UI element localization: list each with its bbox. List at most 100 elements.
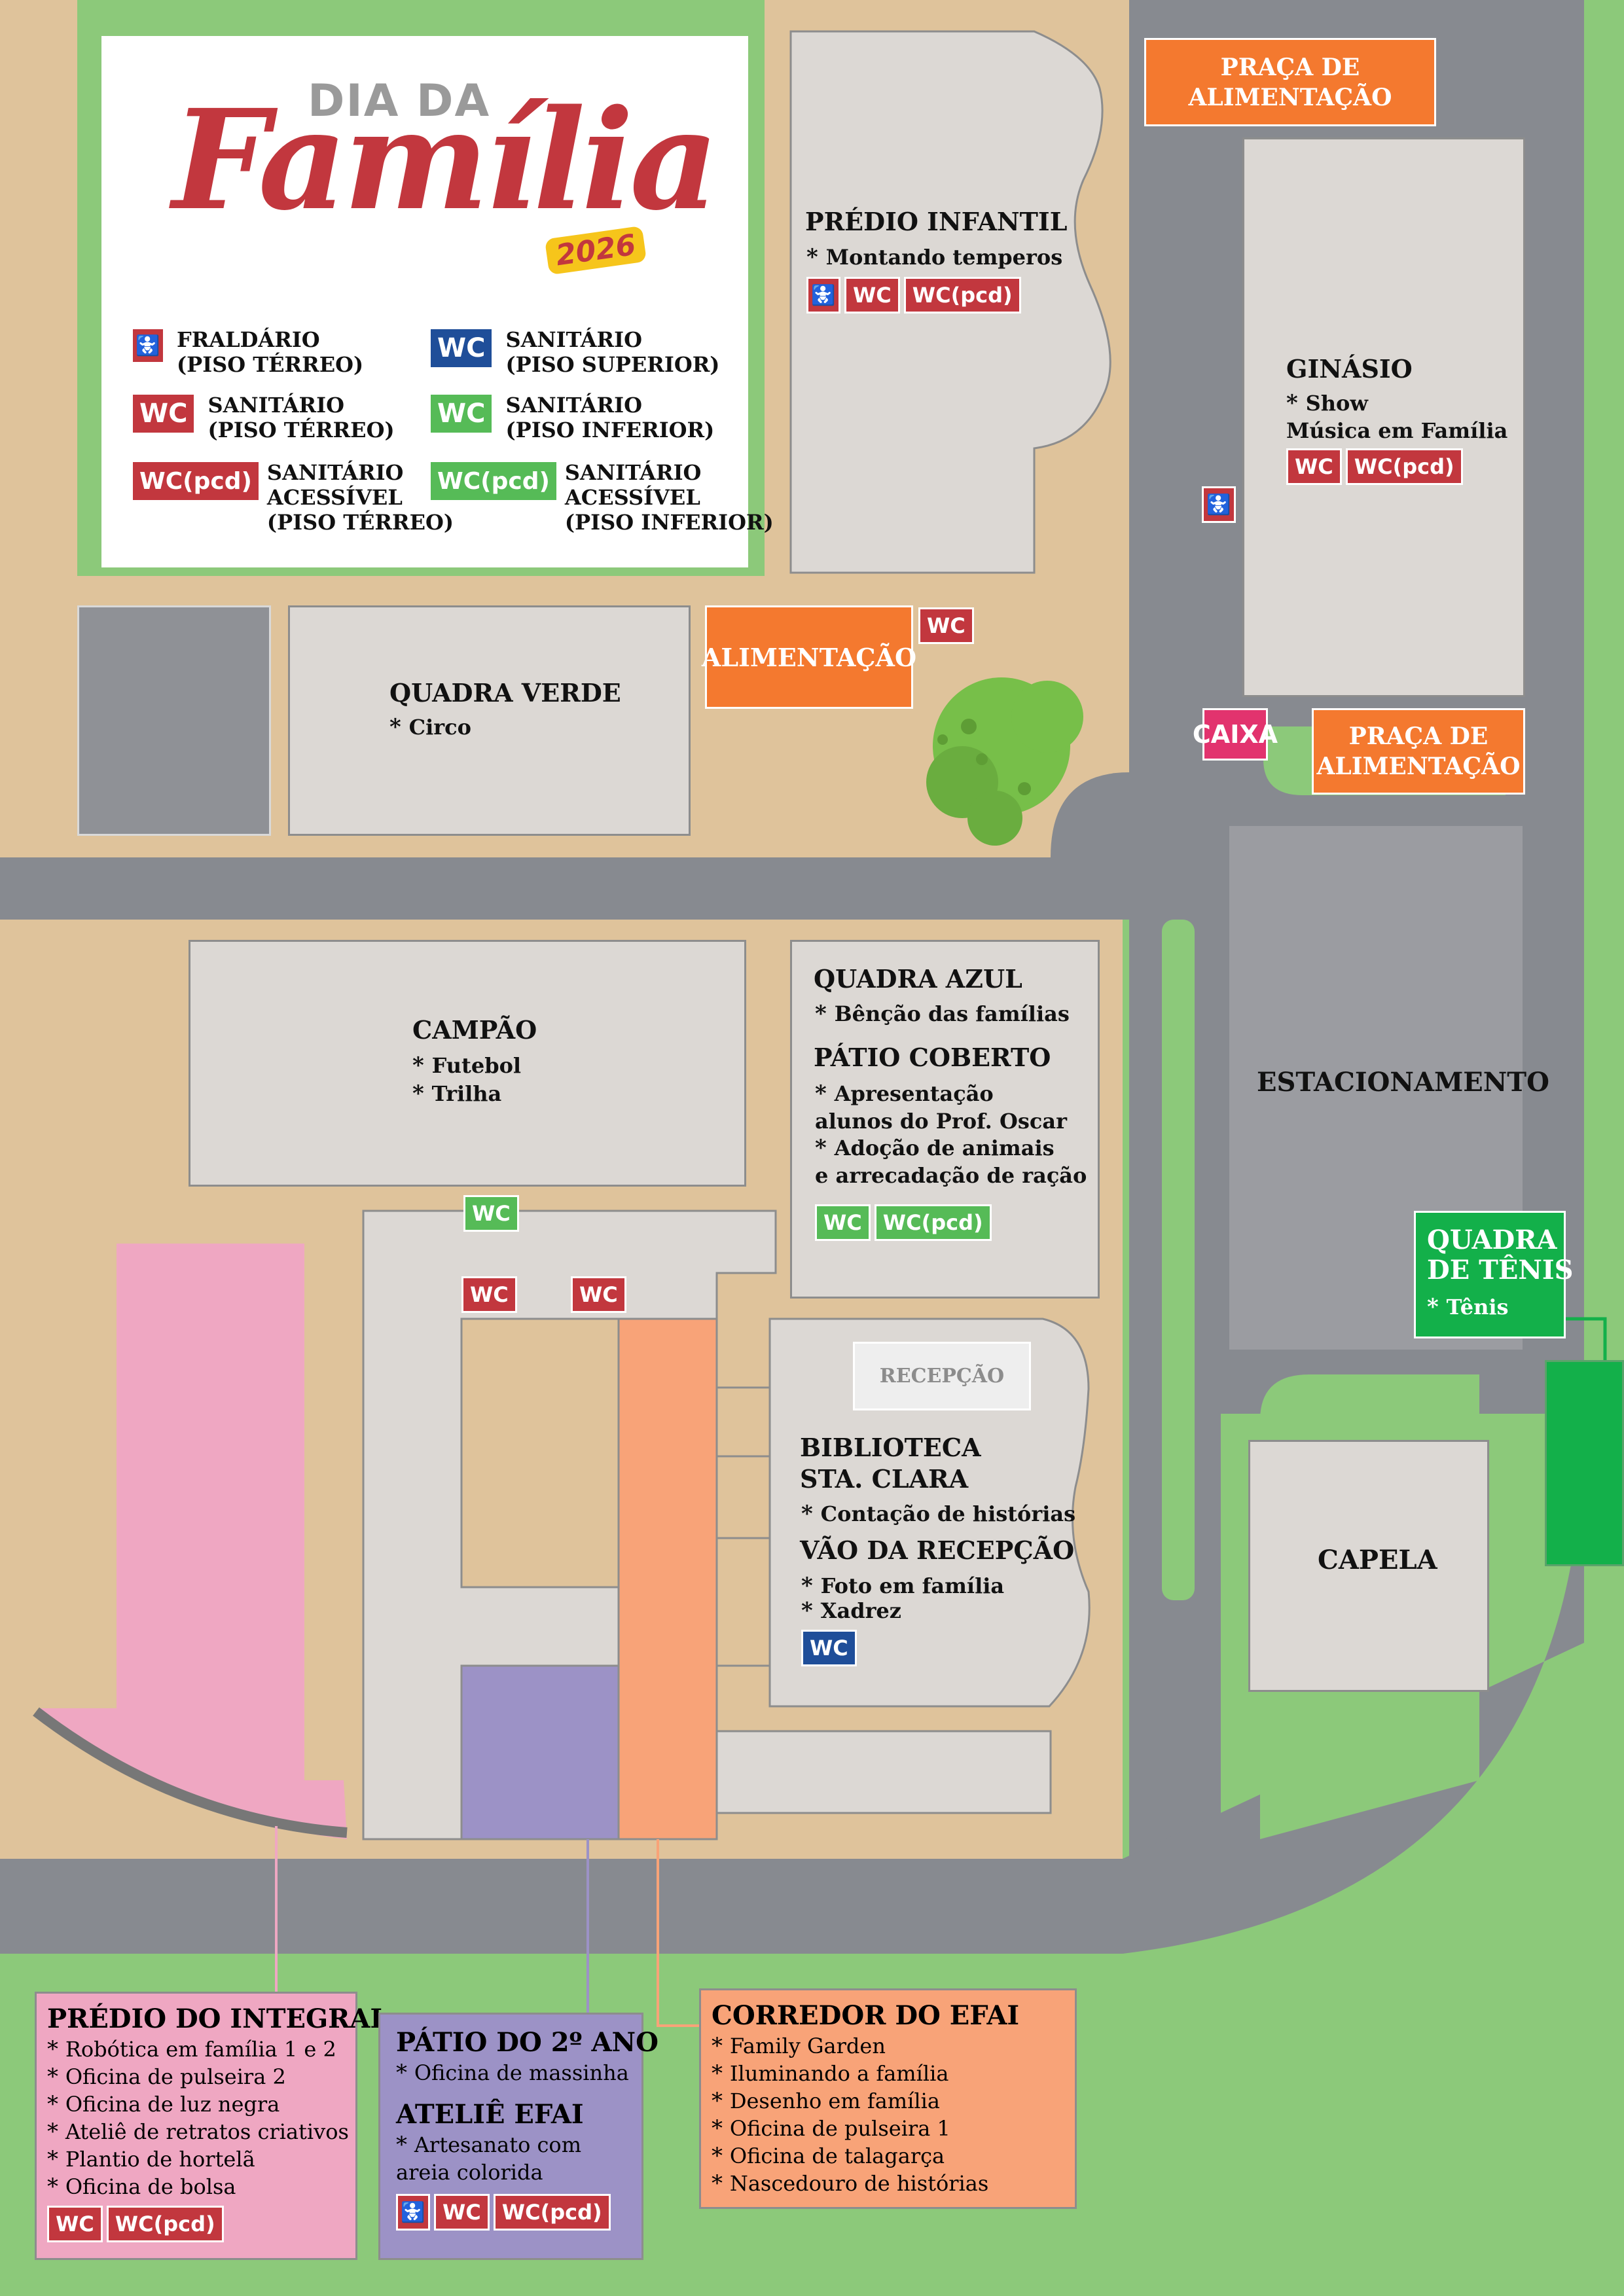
legend-item-sanitario-inferior: WC SANITÁRIO (PISO INFERIOR) [429, 393, 714, 442]
baby-changing-icon: 🚼 [131, 327, 165, 364]
recepcao-title: RECEPÇÃO [879, 1365, 1005, 1388]
praca-alimentacao-2[interactable]: PRAÇA DE ALIMENTAÇÃO [1312, 708, 1525, 795]
campao-activity: Trilha [412, 1080, 502, 1107]
quadra-azul-activity: Bênção das famílias [815, 1000, 1070, 1028]
leader-line-tenis [1564, 1317, 1607, 1361]
legend-text: FRALDÁRIO (PISO TÉRREO) [177, 327, 364, 377]
wc-red-icon: WC [918, 607, 974, 644]
wc-pcd-green-icon: WC(pcd) [874, 1204, 992, 1241]
wc-red-icon: WC [844, 277, 900, 314]
quadra-azul-title: QUADRA AZUL [814, 964, 1022, 994]
alimentacao-title: ALIMENTAÇÃO [701, 642, 917, 672]
caixa-title: CAIXA [1192, 720, 1278, 749]
ginasio-activity: Show Música em Família [1286, 389, 1507, 444]
wc-pcd-red-icon: WC(pcd) [131, 460, 261, 502]
wc-red-icon: WC [461, 1276, 517, 1313]
legend-text: SANITÁRIO ACESSÍVEL (PISO INFERIOR) [564, 460, 774, 535]
legend-text: SANITÁRIO (PISO TÉRREO) [208, 393, 395, 442]
wing-south [715, 1730, 1052, 1814]
vao-recepcao-activity: Foto em família [801, 1572, 1005, 1600]
legend-item-sanitario-terreo: WC SANITÁRIO (PISO TÉRREO) [131, 393, 395, 442]
campao-activity: Futebol [412, 1052, 521, 1079]
integral-curve-edge [33, 1707, 348, 1838]
wc-pcd-green-icon: WC(pcd) [429, 460, 558, 502]
road-top-curve [1051, 772, 1129, 857]
wc-red-icon: WC [434, 2194, 490, 2231]
activity: Plantio de hortelã [47, 2145, 345, 2173]
capela-title: CAPELA [1318, 1545, 1437, 1575]
baby-changing-icon: 🚼 [1202, 486, 1236, 523]
ginasio-title: GINÁSIO [1286, 354, 1413, 384]
patio-2ano-box[interactable]: PÁTIO DO 2º ANO Oficina de massinha ATEL… [378, 2013, 659, 2260]
legend-text: SANITÁRIO (PISO INFERIOR) [505, 393, 715, 442]
wc-pcd-red-icon: WC(pcd) [493, 2194, 611, 2231]
predio-infantil-title: PRÉDIO INFANTIL [805, 207, 1068, 236]
patio-2ano-building [460, 1664, 620, 1840]
road-sweep [1123, 1414, 1584, 1954]
gray-block [77, 605, 271, 836]
wc-blue-icon: WC [801, 1630, 857, 1666]
wc-red-icon: WC [1286, 448, 1342, 485]
wc-pcd-red-icon: WC(pcd) [1345, 448, 1463, 485]
alimentacao[interactable]: ALIMENTAÇÃO [701, 605, 917, 709]
road-horizontal-middle [0, 857, 1218, 920]
wc-blue-icon: WC [429, 327, 494, 369]
praca-alimentacao-1[interactable]: PRAÇA DE ALIMENTAÇÃO [1144, 38, 1436, 126]
patio-coberto-activity: Apresentação alunos do Prof. Oscar [815, 1080, 1067, 1135]
activity: Oficina de pulseira 2 [47, 2063, 345, 2090]
legend-item-acessivel-inferior: WC(pcd) SANITÁRIO ACESSÍVEL (PISO INFERI… [429, 460, 774, 535]
estacionamento-title: ESTACIONAMENTO [1257, 1067, 1549, 1098]
activity: Family Garden [712, 2032, 1064, 2060]
logo-familia: Família [172, 79, 719, 241]
patio-2ano-title: PÁTIO DO 2º ANO [396, 2027, 659, 2058]
biblioteca-title: BIBLIOTECA STA. CLARA [800, 1433, 981, 1494]
predio-integral-building [39, 1244, 347, 1839]
corredor-efai-box[interactable]: CORREDOR DO EFAI Family Garden Iluminand… [699, 1988, 1077, 2209]
activity: Artesanato com areia colorida [396, 2131, 626, 2186]
activity: Robótica em família 1 e 2 [47, 2036, 345, 2063]
predio-infantil-activity: Montando temperos [806, 243, 1063, 271]
activity: Oficina de massinha [396, 2059, 629, 2087]
quadra-tenis-title: QUADRA DE TÊNIS [1427, 1225, 1574, 1285]
patio-coberto-title: PÁTIO COBERTO [814, 1043, 1051, 1072]
activity: Iluminando a família [712, 2060, 1064, 2087]
quadra-tenis-activity: Tênis [1427, 1293, 1509, 1321]
predio-integral-box[interactable]: PRÉDIO DO INTEGRAL Robótica em família 1… [35, 1992, 389, 2260]
predio-integral-title: PRÉDIO DO INTEGRAL [47, 2003, 389, 2034]
activity: Nascedouro de histórias [712, 2170, 1064, 2197]
wc-pcd-red-icon: WC(pcd) [106, 2206, 224, 2242]
legend-item-sanitario-superior: WC SANITÁRIO (PISO SUPERIOR) [429, 327, 719, 377]
biblioteca-activity: Contação de histórias [801, 1500, 1076, 1528]
legend-item-acessivel-terreo: WC(pcd) SANITÁRIO ACESSÍVEL (PISO TÉRREO… [131, 460, 454, 535]
praca-alimentacao-1-title: PRAÇA DE ALIMENTAÇÃO [1188, 53, 1392, 111]
tennis-court [1545, 1360, 1624, 1566]
baby-changing-icon: 🚼 [806, 277, 840, 314]
patio-coberto-activity: Adoção de animais e arrecadação de ração [815, 1134, 1087, 1189]
activity: Oficina de talagarça [712, 2142, 1064, 2170]
activity: Ateliê de retratos criativos [47, 2118, 349, 2145]
courtyard [460, 1318, 620, 1588]
quadra-verde-title: QUADRA VERDE [389, 678, 621, 708]
campao-title: CAMPÃO [412, 1015, 537, 1045]
activity: Oficina de luz negra [47, 2090, 345, 2118]
wc-red-icon: WC [131, 393, 196, 435]
corredor-efai-building [617, 1318, 718, 1840]
praca-alimentacao-2-title: PRAÇA DE ALIMENTAÇÃO [1316, 723, 1521, 780]
recepcao[interactable]: RECEPÇÃO [853, 1342, 1031, 1410]
legend-text: SANITÁRIO ACESSÍVEL (PISO TÉRREO) [266, 460, 454, 535]
quadra-verde[interactable] [288, 605, 691, 836]
vao-recepcao-title: VÃO DA RECEPÇÃO [800, 1535, 1075, 1565]
caixa[interactable]: CAIXA [1193, 708, 1278, 761]
road-bottom-curve [0, 1859, 1123, 1954]
capela[interactable] [1248, 1440, 1489, 1692]
legend-item-fraldario: 🚼 FRALDÁRIO (PISO TÉRREO) [131, 327, 363, 377]
quadra-verde-activity: Circo [389, 713, 471, 741]
activity: Oficina de pulseira 1 [712, 2115, 1064, 2142]
tree-icon [926, 677, 1083, 846]
wc-red-icon: WC [47, 2206, 103, 2242]
corredor-efai-title: CORREDOR DO EFAI [712, 2000, 1020, 2031]
activity: Desenho em família [712, 2087, 1064, 2115]
